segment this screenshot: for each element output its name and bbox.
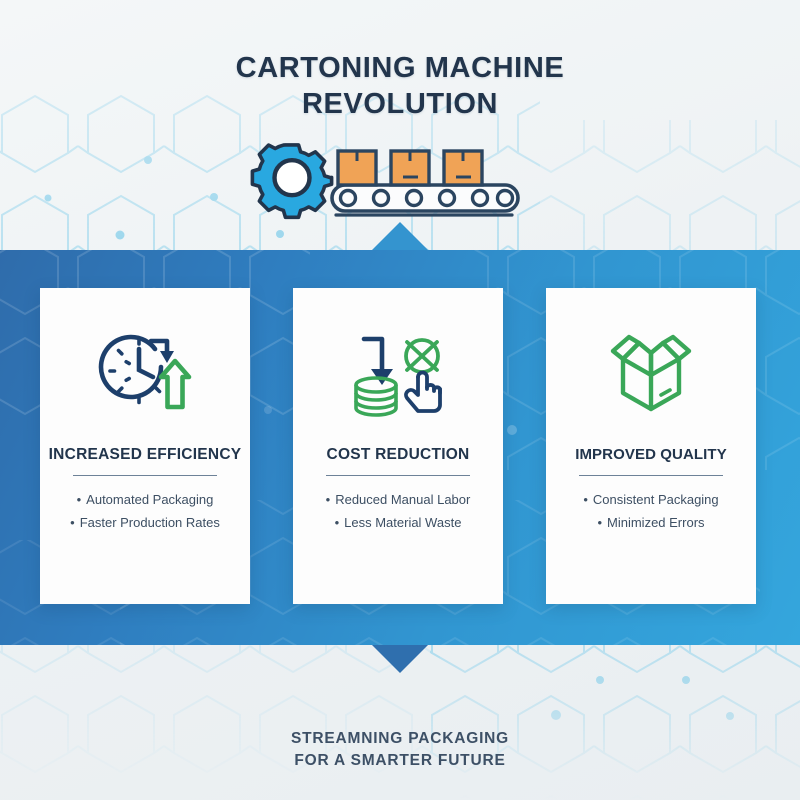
open-box-icon	[546, 320, 756, 425]
list-item: • Reduced Manual Labor	[293, 488, 503, 511]
list-item: • Faster Production Rates	[40, 511, 250, 534]
list-item-label: Automated Packaging	[86, 492, 214, 507]
list-item: • Consistent Packaging	[546, 488, 756, 511]
conveyor-gear-boxes-icon	[250, 133, 550, 233]
card-bullets: • Consistent Packaging • Minimized Errors	[546, 488, 756, 534]
list-item: • Less Material Waste	[293, 511, 503, 534]
footer-tagline: STREAMNING PACKAGING FOR A SMARTER FUTUR…	[0, 728, 800, 773]
footer-line-1: STREAMNING PACKAGING	[290, 730, 510, 747]
card-title: IMPROVED QUALITY	[575, 446, 727, 463]
card-title: COST REDUCTION	[326, 446, 470, 463]
footer-line-2: FOR A SMARTER FUTURE	[294, 752, 506, 770]
bullet-marker-icon: •	[597, 515, 603, 530]
bullet-marker-icon: •	[325, 492, 331, 507]
card-increased-efficiency[interactable]: INCREASED EFFICIENCY • Automated Packagin…	[40, 288, 250, 604]
list-item-label: Consistent Packaging	[592, 492, 719, 507]
list-item-label: Minimized Errors	[607, 515, 705, 530]
band-bottom-notch	[372, 645, 428, 673]
card-divider	[73, 475, 217, 476]
bullet-marker-icon: •	[334, 515, 340, 530]
list-item-label: Faster Production Rates	[79, 515, 220, 530]
card-bullets: • Reduced Manual Labor • Less Material Was…	[293, 488, 503, 534]
list-item: • Minimized Errors	[546, 511, 756, 534]
bullet-marker-icon: •	[76, 492, 82, 507]
card-improved-quality[interactable]: IMPROVED QUALITY • Consistent Packaging •…	[546, 288, 756, 604]
clock-refresh-up-arrow-icon	[40, 320, 250, 425]
bullet-marker-icon: •	[583, 492, 588, 507]
card-bullets: • Automated Packaging • Faster Production …	[40, 488, 250, 534]
band-top-notch	[372, 222, 428, 250]
card-title: INCREASED EFFICIENCY	[48, 446, 242, 463]
list-item-label: Reduced Manual Labor	[335, 492, 471, 507]
list-item: • Automated Packaging	[40, 488, 250, 511]
card-cost-reduction[interactable]: COST REDUCTION • Reduced Manual Labor • Le…	[293, 288, 503, 604]
page-title: CARTONING MACHINE REVOLUTION	[0, 50, 800, 123]
page-title-line-1: CARTONING MACHINE	[235, 52, 565, 84]
page-title-line-2: REVOLUTION	[301, 88, 499, 121]
cost-down-coins-no-hand-icon	[293, 320, 503, 425]
card-divider	[579, 475, 723, 476]
bullet-marker-icon: •	[70, 515, 75, 530]
card-divider	[326, 475, 470, 476]
list-item-label: Less Material Waste	[344, 515, 462, 530]
